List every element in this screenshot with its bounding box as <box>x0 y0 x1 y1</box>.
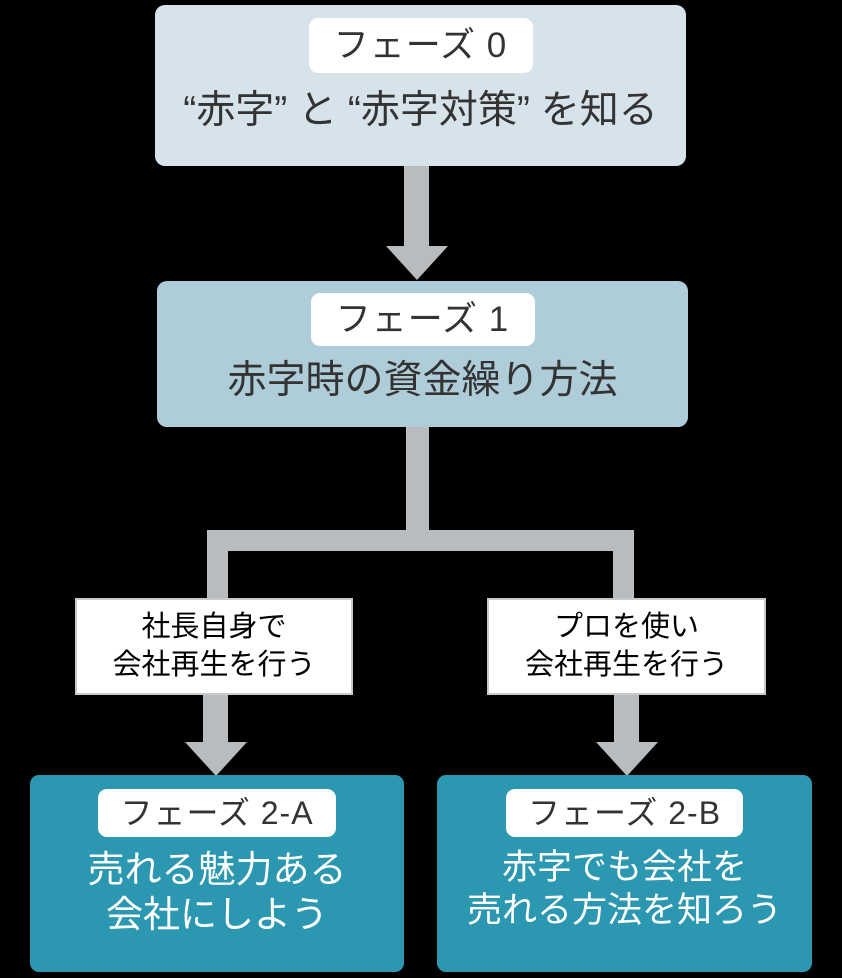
connector-choice-left-to-phase2a-stem <box>203 695 228 745</box>
choice-box-right[interactable]: プロを使い 会社再生を行う <box>487 598 766 695</box>
connector-branch-to-choice-right <box>613 530 634 599</box>
phase-0-node[interactable]: フェーズ 0 “赤字” と “赤字対策” を知る <box>155 5 686 166</box>
connector-branch-to-choice-left <box>207 530 228 599</box>
phase-2a-badge: フェーズ 2-A <box>98 789 336 837</box>
choice-box-left[interactable]: 社長自身で 会社再生を行う <box>75 598 353 695</box>
connector-choice-right-to-phase2b-stem <box>614 695 639 745</box>
arrow-down-icon-phase0-to-phase1 <box>386 246 448 280</box>
phase-2a-node[interactable]: フェーズ 2-A 売れる魅力ある 会社にしよう <box>30 775 404 972</box>
phase-0-badge: フェーズ 0 <box>308 18 533 73</box>
arrow-down-icon-to-phase2b <box>596 742 658 776</box>
phase-1-node[interactable]: フェーズ 1 赤字時の資金繰り方法 <box>157 281 688 427</box>
phase-0-description: “赤字” と “赤字対策” を知る <box>183 89 658 132</box>
phase-1-badge: フェーズ 1 <box>310 293 535 346</box>
phase-2a-description: 売れる魅力ある 会社にしよう <box>87 849 347 936</box>
phase-2b-badge: フェーズ 2-B <box>505 789 744 837</box>
connector-phase0-to-phase1-stem <box>404 166 429 248</box>
arrow-down-icon-to-phase2a <box>185 742 247 776</box>
connector-branch-horizontal-bar <box>207 530 632 551</box>
phase-2b-description: 赤字でも会社を 売れる方法を知ろう <box>466 848 782 930</box>
connector-phase1-to-branch-stem <box>406 427 429 533</box>
phase-2b-node[interactable]: フェーズ 2-B 赤字でも会社を 売れる方法を知ろう <box>437 775 812 972</box>
phase-1-description: 赤字時の資金繰り方法 <box>227 359 618 402</box>
